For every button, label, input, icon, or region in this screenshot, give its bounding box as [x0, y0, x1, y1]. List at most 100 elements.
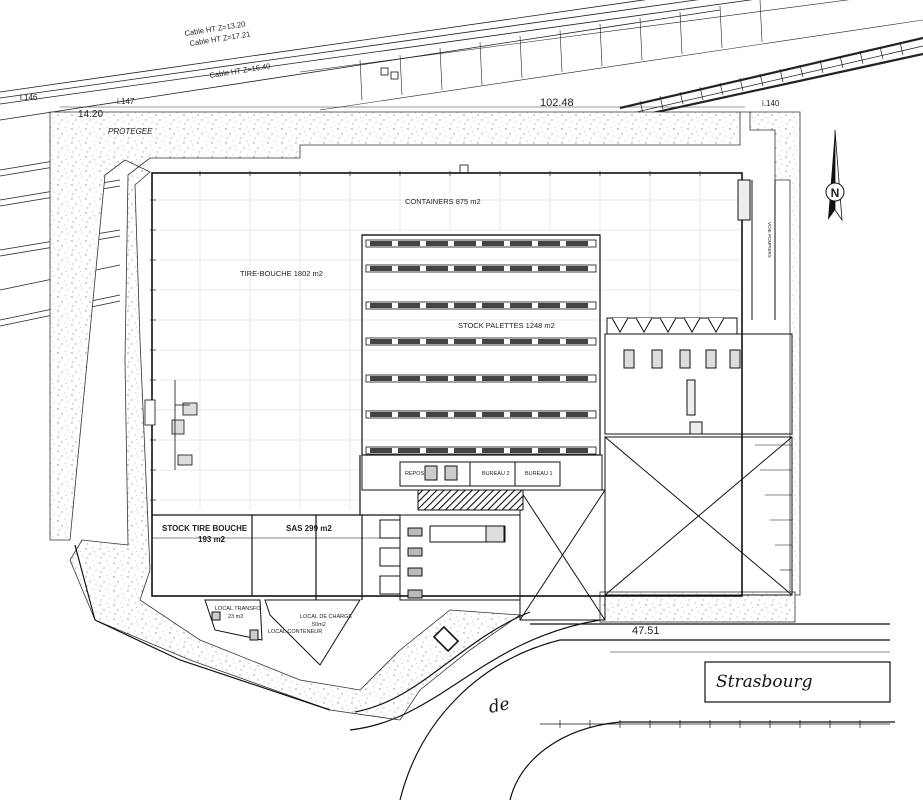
rack-bay [398, 448, 420, 453]
dimension-14-20: 14.20 [78, 109, 103, 120]
rack-bay [538, 448, 560, 453]
rack-bay [426, 448, 448, 453]
label-protegee: PROTEGEE [108, 127, 153, 136]
label-local-charge-area: 50m2 [312, 622, 326, 628]
rack-bay [510, 376, 532, 381]
rack-bay [454, 376, 476, 381]
fire-lane [737, 179, 776, 320]
rack-bay [398, 376, 420, 381]
rack-row [365, 337, 597, 346]
rack-bay [482, 303, 504, 308]
rack-row [365, 374, 597, 383]
rack-bay [398, 303, 420, 308]
street-box [704, 661, 891, 703]
rack-bay [482, 266, 504, 271]
marker-140: i.140 [762, 99, 780, 108]
survey-markers: i.146 i.147 i.140 14.20 [20, 93, 780, 120]
loading-docks-south [379, 514, 521, 601]
north-dimension-label: 102.48 [540, 97, 574, 109]
rack-bay [510, 448, 532, 453]
rack-row [365, 410, 597, 419]
rack-bay [454, 412, 476, 417]
rack-bay [426, 303, 448, 308]
rack-bay [538, 241, 560, 246]
north-letter: N [831, 186, 840, 200]
rack-bay [510, 303, 532, 308]
label-bureau-2: BUREAU 2 [482, 471, 510, 477]
rack-bay [482, 339, 504, 344]
rack-bay [538, 376, 560, 381]
rack-bay [510, 266, 532, 271]
rack-bay [426, 412, 448, 417]
rack-bay [538, 339, 560, 344]
label-tire-bouche: TIRE-BOUCHE 1802 m2 [240, 269, 323, 278]
north-dimension: 102.48 [60, 97, 745, 109]
rack-bay [398, 266, 420, 271]
access-road [74, 544, 895, 800]
north-arrow-icon: N [825, 129, 845, 222]
label-stock-tire-bouche-area: 193 m2 [198, 535, 226, 544]
marker-146: i.146 [20, 93, 38, 102]
rack-bay [370, 303, 392, 308]
rack-row [365, 301, 597, 310]
landscape-border [49, 111, 741, 721]
survey-squares [380, 67, 469, 174]
label-stock-tire-bouche: STOCK TIRE BOUCHE [162, 524, 248, 533]
rack-bay [510, 339, 532, 344]
label-local-conteneur: LOCAL CONTENEUR [268, 629, 322, 635]
street-prefix: de [487, 694, 512, 718]
rack-bay [398, 339, 420, 344]
rack-bay [370, 241, 392, 246]
rack-bay [454, 303, 476, 308]
cable-labels: Cable HT Z=13.20 Cable HT Z=17.21 Cable … [184, 19, 271, 79]
rack-bay [370, 448, 392, 453]
loading-docks-east [604, 317, 793, 435]
rack-bay [566, 412, 588, 417]
label-repos: REPOS [405, 471, 425, 477]
landscape-border-right [740, 111, 801, 596]
rack-bay [398, 241, 420, 246]
rack-bay [426, 339, 448, 344]
label-containers: CONTAINERS 875 m2 [405, 197, 481, 206]
rack-bay [566, 339, 588, 344]
rack-bay [566, 376, 588, 381]
rack-bay [370, 266, 392, 271]
rack-bay [538, 266, 560, 271]
rack-bay [370, 412, 392, 417]
rack-bay [426, 266, 448, 271]
rack-bay [538, 303, 560, 308]
rack-bay [482, 448, 504, 453]
street-name: Strasbourg [716, 672, 813, 692]
south-partitions [152, 455, 400, 600]
label-voie-pompiers: VOIE POMPIERS [767, 222, 772, 258]
rack-bay [566, 241, 588, 246]
technical-locals [204, 599, 361, 666]
rack-bay [370, 376, 392, 381]
wall-ticks [150, 171, 701, 501]
rack-row [365, 264, 597, 273]
south-dimension-label: 47.51 [632, 625, 660, 637]
rack-bay [454, 339, 476, 344]
rack-bay [454, 241, 476, 246]
rack-bay [370, 339, 392, 344]
rack-bay [482, 376, 504, 381]
machinery [144, 380, 198, 470]
rack-bay [566, 303, 588, 308]
building-outline [151, 172, 743, 597]
rack-bay [398, 412, 420, 417]
fence-line [540, 720, 890, 728]
rack-bay [426, 241, 448, 246]
label-local-charge: LOCAL DE CHARGE [300, 614, 352, 620]
label-local-transfo-area: 23 m2 [228, 614, 243, 620]
rack-bay [454, 448, 476, 453]
label-stock-palettes: STOCK PALETTES 1248 m2 [458, 321, 555, 330]
label-bureau-1: BUREAU 1 [525, 471, 553, 477]
rack-bay [454, 266, 476, 271]
rack-bay [566, 448, 588, 453]
pallet-racks [365, 239, 597, 455]
rack-bay [482, 241, 504, 246]
marker-147: i.147 [117, 97, 135, 106]
rack-bay [426, 376, 448, 381]
rack-bay [482, 412, 504, 417]
